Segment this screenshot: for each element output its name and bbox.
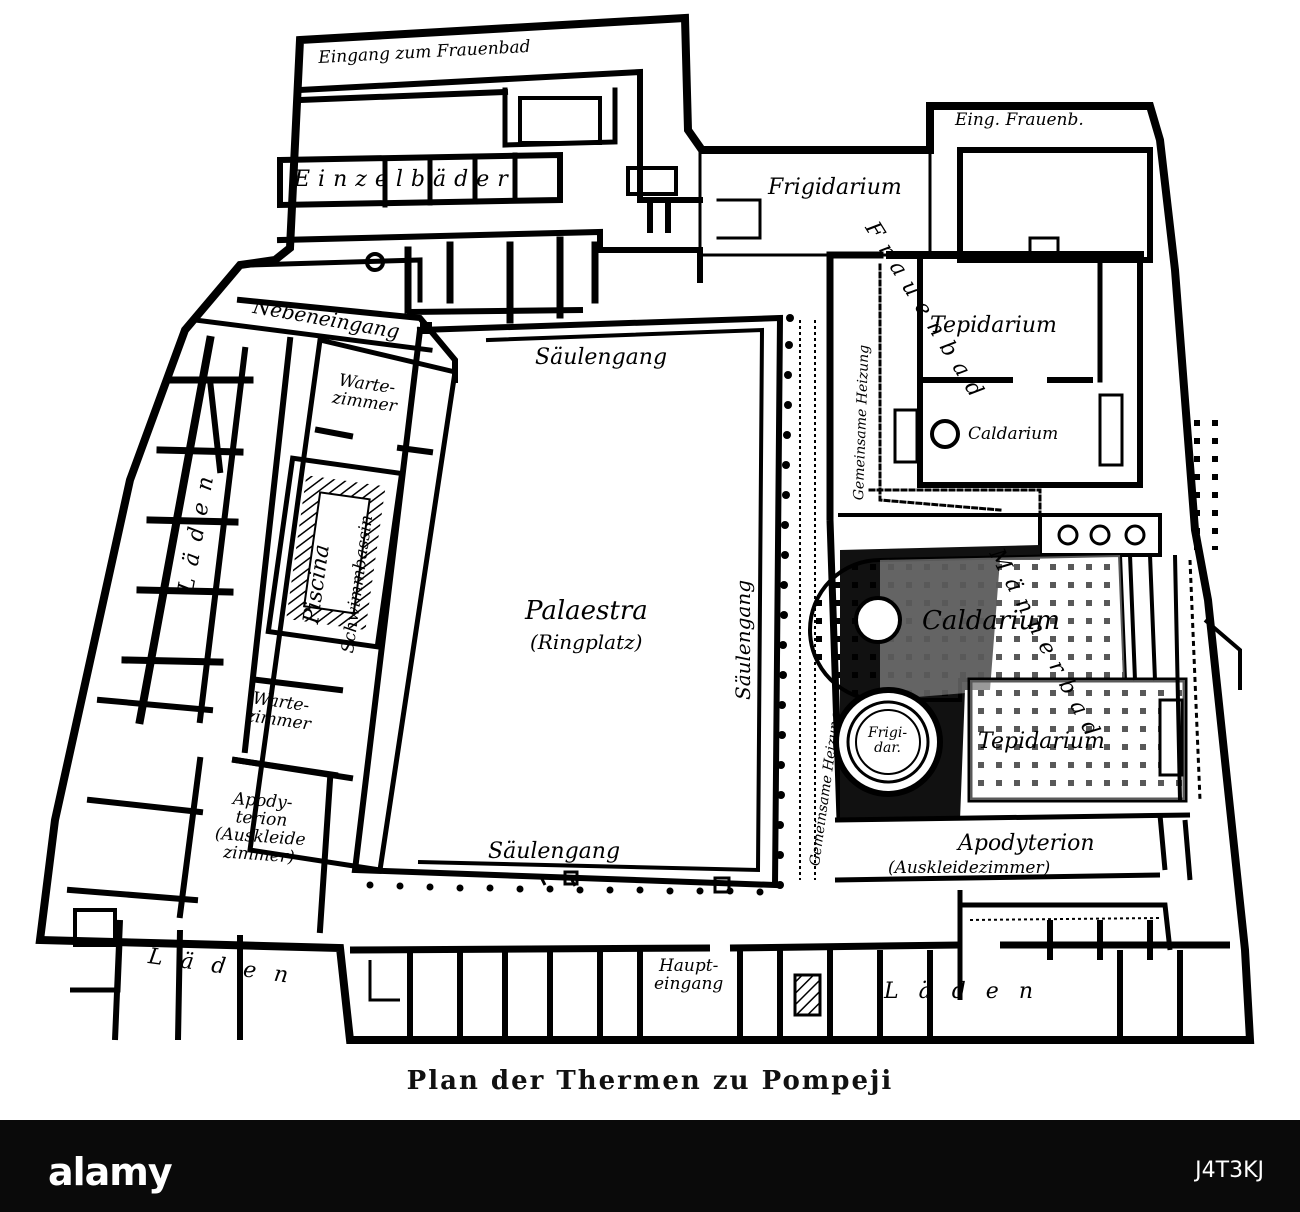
label-frigidarium-men-line1: Frigi- [868, 725, 908, 741]
label-tepidarium-men: Tepidarium [978, 729, 1105, 754]
label-frigidarium-men-line2: dar. [874, 739, 901, 756]
label-caldarium-men: Caldarium [922, 606, 1060, 636]
label-ringplatz: (Ringplatz) [530, 630, 643, 654]
image-id: J4T3KJ [1195, 1158, 1264, 1183]
label-haupteingang-line1: Haupt- [658, 956, 719, 976]
label-saeulengang-right: Säulengang [731, 579, 755, 700]
floor-plan [35, 13, 1255, 1044]
label-einzelbaeder: Einzelbäder [294, 167, 516, 192]
label-apodyterion-right: Apodyterion [958, 831, 1095, 856]
alamy-logo: alamy [48, 1150, 173, 1194]
label-saeulengang-bottom: Säulengang [488, 839, 621, 864]
label-laeden-bottom-right: Läden [884, 979, 1053, 1004]
label-palaestra: Palaestra [525, 596, 648, 626]
label-caldarium-women: Caldarium [968, 424, 1059, 444]
label-tepidarium-women: Tepidarium [930, 313, 1057, 338]
plan-caption: Plan der Thermen zu Pompeji [406, 1066, 894, 1096]
label-haupteingang-line2: eingang [654, 973, 724, 994]
label-saeulengang-top: Säulengang [535, 345, 668, 370]
outer-wall [35, 13, 1255, 1044]
colonnade [366, 314, 794, 896]
label-eing-frauenb: Eing. Frauenb. [955, 110, 1084, 130]
label-frigidarium-women: Frigidarium [768, 175, 902, 200]
stock-footer-bar: alamy J4T3KJ [0, 1120, 1300, 1212]
label-frigidarium-men: Frigi-dar. [868, 726, 907, 755]
label-haupteingang: Haupt-eingang [654, 956, 724, 994]
label-auskleidezimmer-right: (Auskleidezimmer) [888, 858, 1051, 878]
